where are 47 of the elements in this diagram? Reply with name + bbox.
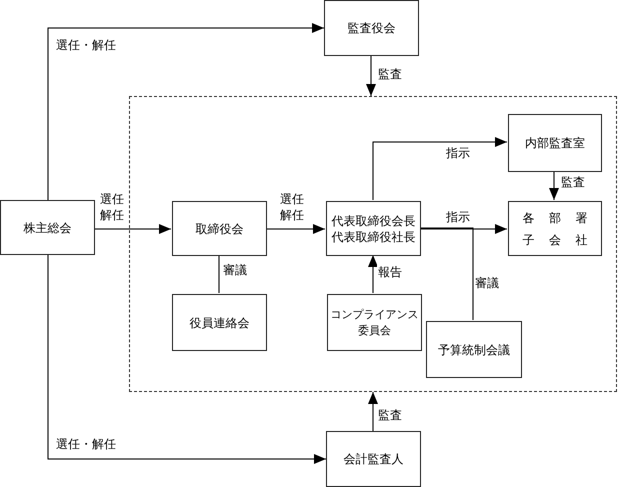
org-box <box>326 201 421 256</box>
edge-label: 監査 <box>377 407 403 423</box>
box-label: 会計監査人 <box>344 451 404 467</box>
edge-label: 指示 <box>445 145 471 161</box>
arrow <box>48 23 324 200</box>
box-label: 代表取締役社長 <box>332 228 416 244</box>
org-box <box>327 294 422 351</box>
connector-line <box>420 228 474 320</box>
arrow <box>366 56 376 96</box>
arrow <box>48 254 326 464</box>
edge-label: 報告 <box>377 264 403 280</box>
arrow <box>372 137 508 200</box>
edge-label: 選任・解任 <box>55 436 117 452</box>
dashed-frame <box>129 96 617 392</box>
org-box <box>324 0 419 56</box>
box-label: 内部監査室 <box>525 135 585 151</box>
box-label: 株主総会 <box>24 220 72 236</box>
edge-label: 審議 <box>474 275 500 291</box>
arrow <box>94 224 172 234</box>
box-label: 各部署 <box>522 210 602 226</box>
arrow <box>368 254 378 294</box>
edge-label: 指示 <box>445 209 471 225</box>
edge-label: 監査 <box>560 174 586 190</box>
arrow <box>368 392 378 432</box>
box-label: 子会社 <box>522 232 602 248</box>
edge-label: 審議 <box>222 262 248 278</box>
box-label: 役員連絡会 <box>190 314 250 330</box>
box-label: コンプライアンス委員会 <box>330 306 420 338</box>
arrow <box>420 224 508 234</box>
edge-label: 選任解任 <box>99 191 127 223</box>
box-label: 取締役会 <box>196 220 244 236</box>
edge-label: 選任・解任 <box>55 37 117 53</box>
edge-label: 選任解任 <box>279 191 307 223</box>
box-label: 予算統制会議 <box>438 342 510 358</box>
org-box <box>508 201 602 256</box>
edge-label: 監査 <box>377 66 403 82</box>
arrow <box>549 170 559 200</box>
box-label: 監査役会 <box>348 20 396 36</box>
org-box <box>172 201 267 256</box>
org-box <box>326 431 421 487</box>
arrow <box>266 224 326 234</box>
box-label: 代表取締役会長 <box>332 212 416 228</box>
connector-line <box>218 254 220 294</box>
org-box <box>172 294 267 351</box>
org-box <box>508 114 602 172</box>
org-box <box>426 321 522 378</box>
org-box <box>0 200 95 255</box>
